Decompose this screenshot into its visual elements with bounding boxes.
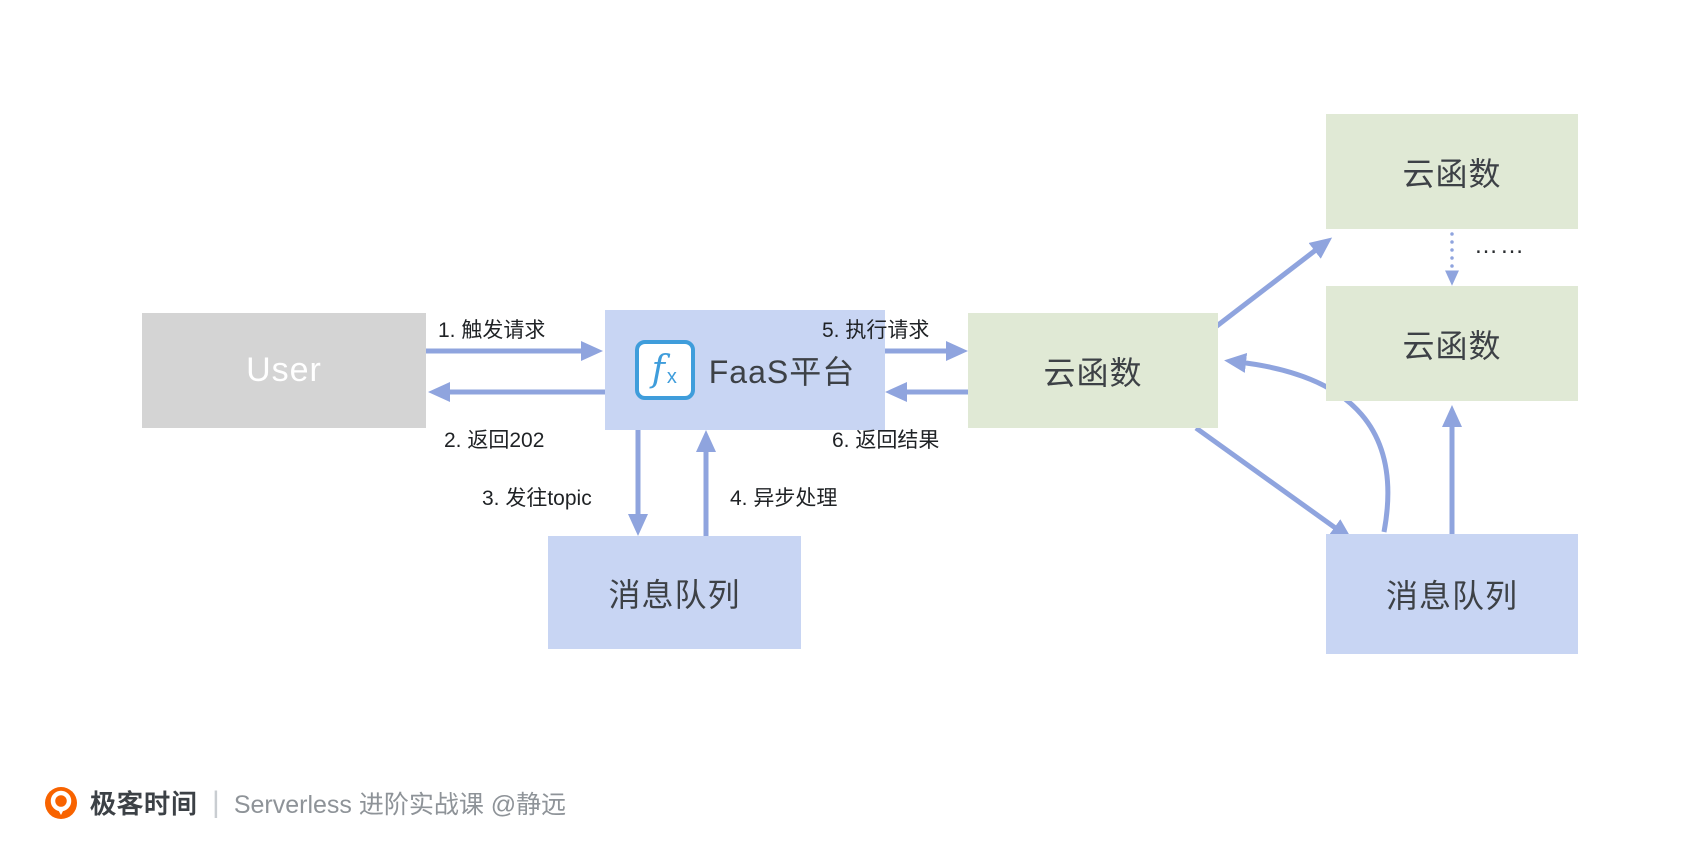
edge-label-step3: 3. 发往topic bbox=[482, 487, 592, 510]
footer: 极客时间 | Serverless 进阶实战课 @静远 bbox=[44, 784, 566, 821]
message-queue-node-right: 消息队列 bbox=[1326, 534, 1578, 654]
geektime-logo-icon bbox=[45, 786, 77, 819]
fx-icon-f: f bbox=[651, 349, 666, 390]
edge-label-step6: 6. 返回结果 bbox=[832, 429, 940, 452]
ellipsis-label: …… bbox=[1474, 232, 1526, 259]
edge-label-step1: 1. 触发请求 bbox=[438, 319, 546, 342]
message-queue-right-label: 消息队列 bbox=[1385, 578, 1518, 614]
brand-name: 极客时间 bbox=[90, 789, 199, 819]
cloud-function-right-label: 云函数 bbox=[1402, 327, 1502, 364]
message-queue-node-main: 消息队列 bbox=[548, 536, 801, 649]
user-node-label: User bbox=[246, 351, 322, 389]
cloud-function-node-main: 云函数 bbox=[968, 313, 1218, 428]
edge-label-step5: 5. 执行请求 bbox=[822, 319, 930, 342]
cloud-function-node-top: 云函数 bbox=[1326, 114, 1578, 229]
curved-arrow-mq-right-to-fn-main bbox=[1224, 352, 1391, 533]
edge-label-step4: 4. 异步处理 bbox=[730, 487, 838, 510]
user-node: User bbox=[142, 313, 426, 428]
arrow-fn-main-to-mq-right bbox=[1194, 425, 1353, 541]
faas-platform-label: FaaS平台 bbox=[708, 354, 856, 390]
edge-label-step2: 2. 返回202 bbox=[444, 429, 545, 452]
cloud-function-node-right: 云函数 bbox=[1326, 286, 1578, 401]
fx-icon-x: x bbox=[666, 366, 678, 388]
cloud-function-main-label: 云函数 bbox=[1043, 354, 1143, 391]
footer-separator: | bbox=[212, 785, 220, 819]
course-title: Serverless 进阶实战课 @静远 bbox=[233, 790, 567, 819]
cloud-function-top-label: 云函数 bbox=[1402, 155, 1502, 192]
message-queue-main-label: 消息队列 bbox=[608, 576, 741, 613]
